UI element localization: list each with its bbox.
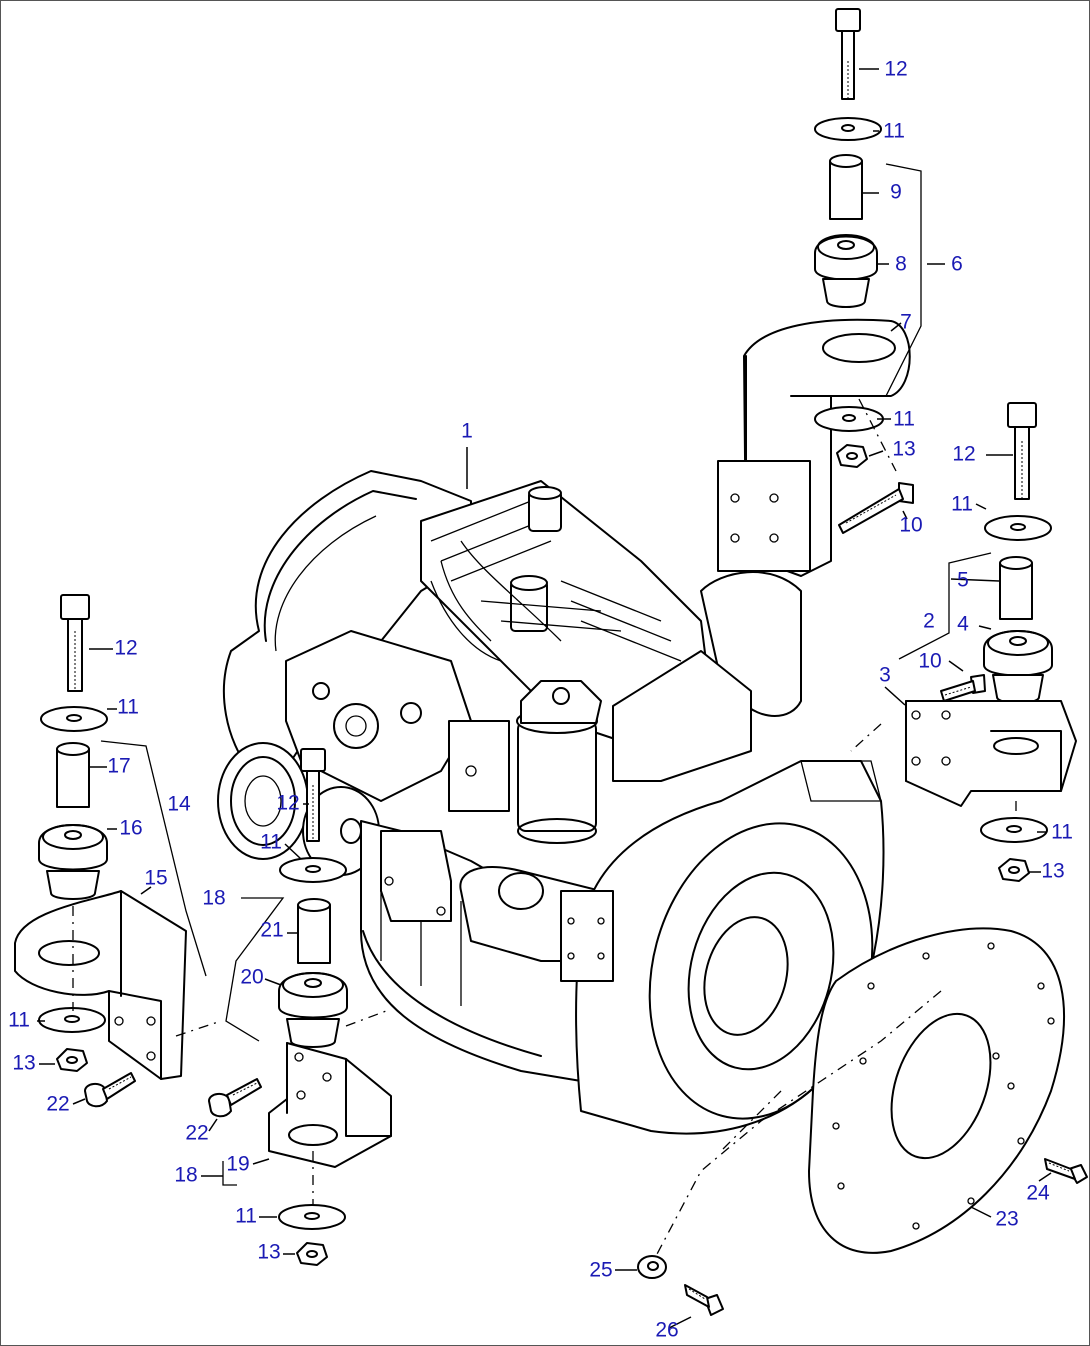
label-23-flex-plate: 23 (995, 1208, 1018, 1231)
mount-stack-left (14, 594, 207, 1108)
leader-lines (37, 68, 1052, 1329)
label-11-bracket7-washer: 11 (893, 408, 915, 431)
flex-plate-assembly (637, 927, 1088, 1316)
label-4-rubber-mount: 4 (957, 613, 969, 636)
label-11-center-washer: 11 (260, 831, 282, 854)
label-21-sleeve: 21 (260, 919, 283, 942)
label-1-engine: 1 (461, 420, 473, 443)
label-13-bottom-nut: 13 (257, 1241, 280, 1264)
label-12-top-bolt: 12 (884, 58, 907, 81)
label-11-left-washer: 11 (117, 696, 139, 719)
label-25-washer: 25 (589, 1259, 612, 1282)
label-18-lower-mount-kit: 18 (174, 1164, 197, 1187)
label-16-rubber-mount: 16 (119, 817, 142, 840)
label-11-bottom-washer: 11 (235, 1205, 257, 1228)
label-17-sleeve: 17 (107, 755, 130, 778)
label-6-mount-kit: 6 (951, 253, 963, 276)
label-10-bracket7-bolt: 10 (899, 514, 922, 537)
mount-stack-center (208, 748, 392, 1266)
label-22-center-bolt: 22 (185, 1122, 208, 1145)
label-7-bracket: 7 (900, 311, 912, 334)
label-5-sleeve: 5 (957, 569, 969, 592)
label-2-mount-kit: 2 (923, 610, 935, 633)
label-19-bracket: 19 (226, 1153, 249, 1176)
label-14-mount-kit: 14 (167, 793, 191, 816)
label-10-right-bolt: 10 (918, 650, 941, 673)
label-12-right-bolt: 12 (952, 443, 975, 466)
label-8-rubber-mount: 8 (895, 253, 907, 276)
label-15-bracket: 15 (144, 867, 167, 890)
label-11-left-lower-washer: 11 (8, 1009, 30, 1032)
label-20-rubber-mount: 20 (240, 966, 263, 989)
label-26-bolt: 26 (655, 1319, 678, 1342)
mount-stack-right (898, 402, 1077, 882)
label-22-left-bolt: 22 (46, 1093, 69, 1116)
label-11-top-washer: 11 (883, 120, 905, 143)
label-9-sleeve: 9 (890, 181, 902, 204)
label-13-bracket7-nut: 13 (892, 438, 915, 461)
label-13-left-nut: 13 (12, 1052, 35, 1075)
label-12-left-bolt: 12 (114, 637, 137, 660)
engine-assembly (217, 470, 885, 1135)
label-11-right-lower-washer: 11 (1051, 821, 1073, 844)
label-18-upper-mount-kit: 18 (202, 887, 225, 910)
assembly-centerlines (72, 398, 1017, 1257)
mount-stack-top (717, 8, 922, 577)
part-labels: 12 11 9 8 6 7 11 13 10 1 12 11 5 2 4 10 … (8, 58, 1073, 1342)
label-11-right-washer: 11 (951, 493, 973, 516)
label-12-center-bolt: 12 (276, 792, 299, 815)
label-13-right-nut: 13 (1041, 860, 1064, 883)
label-3-bracket: 3 (879, 664, 891, 687)
label-24-bolt: 24 (1026, 1182, 1050, 1205)
